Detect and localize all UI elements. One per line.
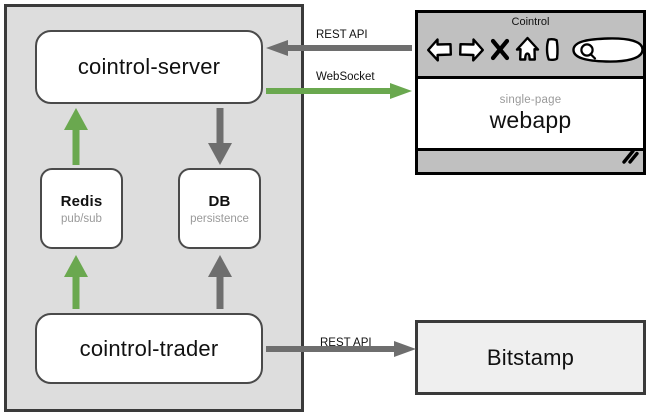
edge-label-rest-api-bitstamp: REST API (320, 337, 372, 349)
arrow-trader-to-db (207, 255, 233, 310)
home-icon[interactable] (515, 36, 540, 68)
search-box[interactable] (571, 36, 645, 69)
browser-toolbar (426, 32, 644, 72)
arrow-rest-api-server (266, 40, 412, 56)
node-redis-sublabel: pub/sub (61, 212, 102, 225)
webapp-title: webapp (489, 106, 572, 133)
node-redis[interactable]: Redis pub/sub (40, 168, 123, 249)
node-db-sublabel: persistence (190, 212, 249, 225)
back-arrow-icon[interactable] (426, 37, 453, 68)
browser-window[interactable]: Cointrol (415, 10, 646, 175)
browser-status-bar (418, 148, 643, 172)
arrow-trader-to-redis (63, 255, 89, 310)
node-redis-label: Redis (60, 192, 103, 210)
browser-title: Cointrol (511, 16, 550, 28)
browser-chrome: Cointrol (418, 13, 644, 79)
edge-label-rest-api-server: REST API (316, 29, 368, 41)
node-cointrol-trader[interactable]: cointrol-trader (35, 313, 263, 384)
arrow-rest-api-bitstamp (266, 341, 416, 357)
arrow-redis-to-server (63, 108, 89, 166)
node-cointrol-trader-label: cointrol-trader (79, 335, 219, 361)
webapp-subtitle: single-page (499, 93, 562, 106)
node-cointrol-server[interactable]: cointrol-server (35, 30, 263, 104)
node-db[interactable]: DB persistence (178, 168, 261, 249)
browser-content: single-page webapp (418, 79, 643, 148)
arrow-server-to-db (207, 108, 233, 166)
arrow-websocket-webapp (266, 83, 412, 99)
node-bitstamp[interactable]: Bitstamp (415, 320, 646, 395)
node-bitstamp-label: Bitstamp (486, 344, 575, 370)
resize-grip-icon[interactable] (621, 149, 639, 170)
forward-arrow-icon[interactable] (458, 37, 485, 68)
node-cointrol-server-label: cointrol-server (77, 54, 221, 79)
edge-label-websocket: WebSocket (316, 71, 375, 83)
node-db-label: DB (208, 192, 231, 210)
close-x-icon[interactable] (490, 37, 510, 68)
page-icon[interactable] (545, 36, 560, 68)
